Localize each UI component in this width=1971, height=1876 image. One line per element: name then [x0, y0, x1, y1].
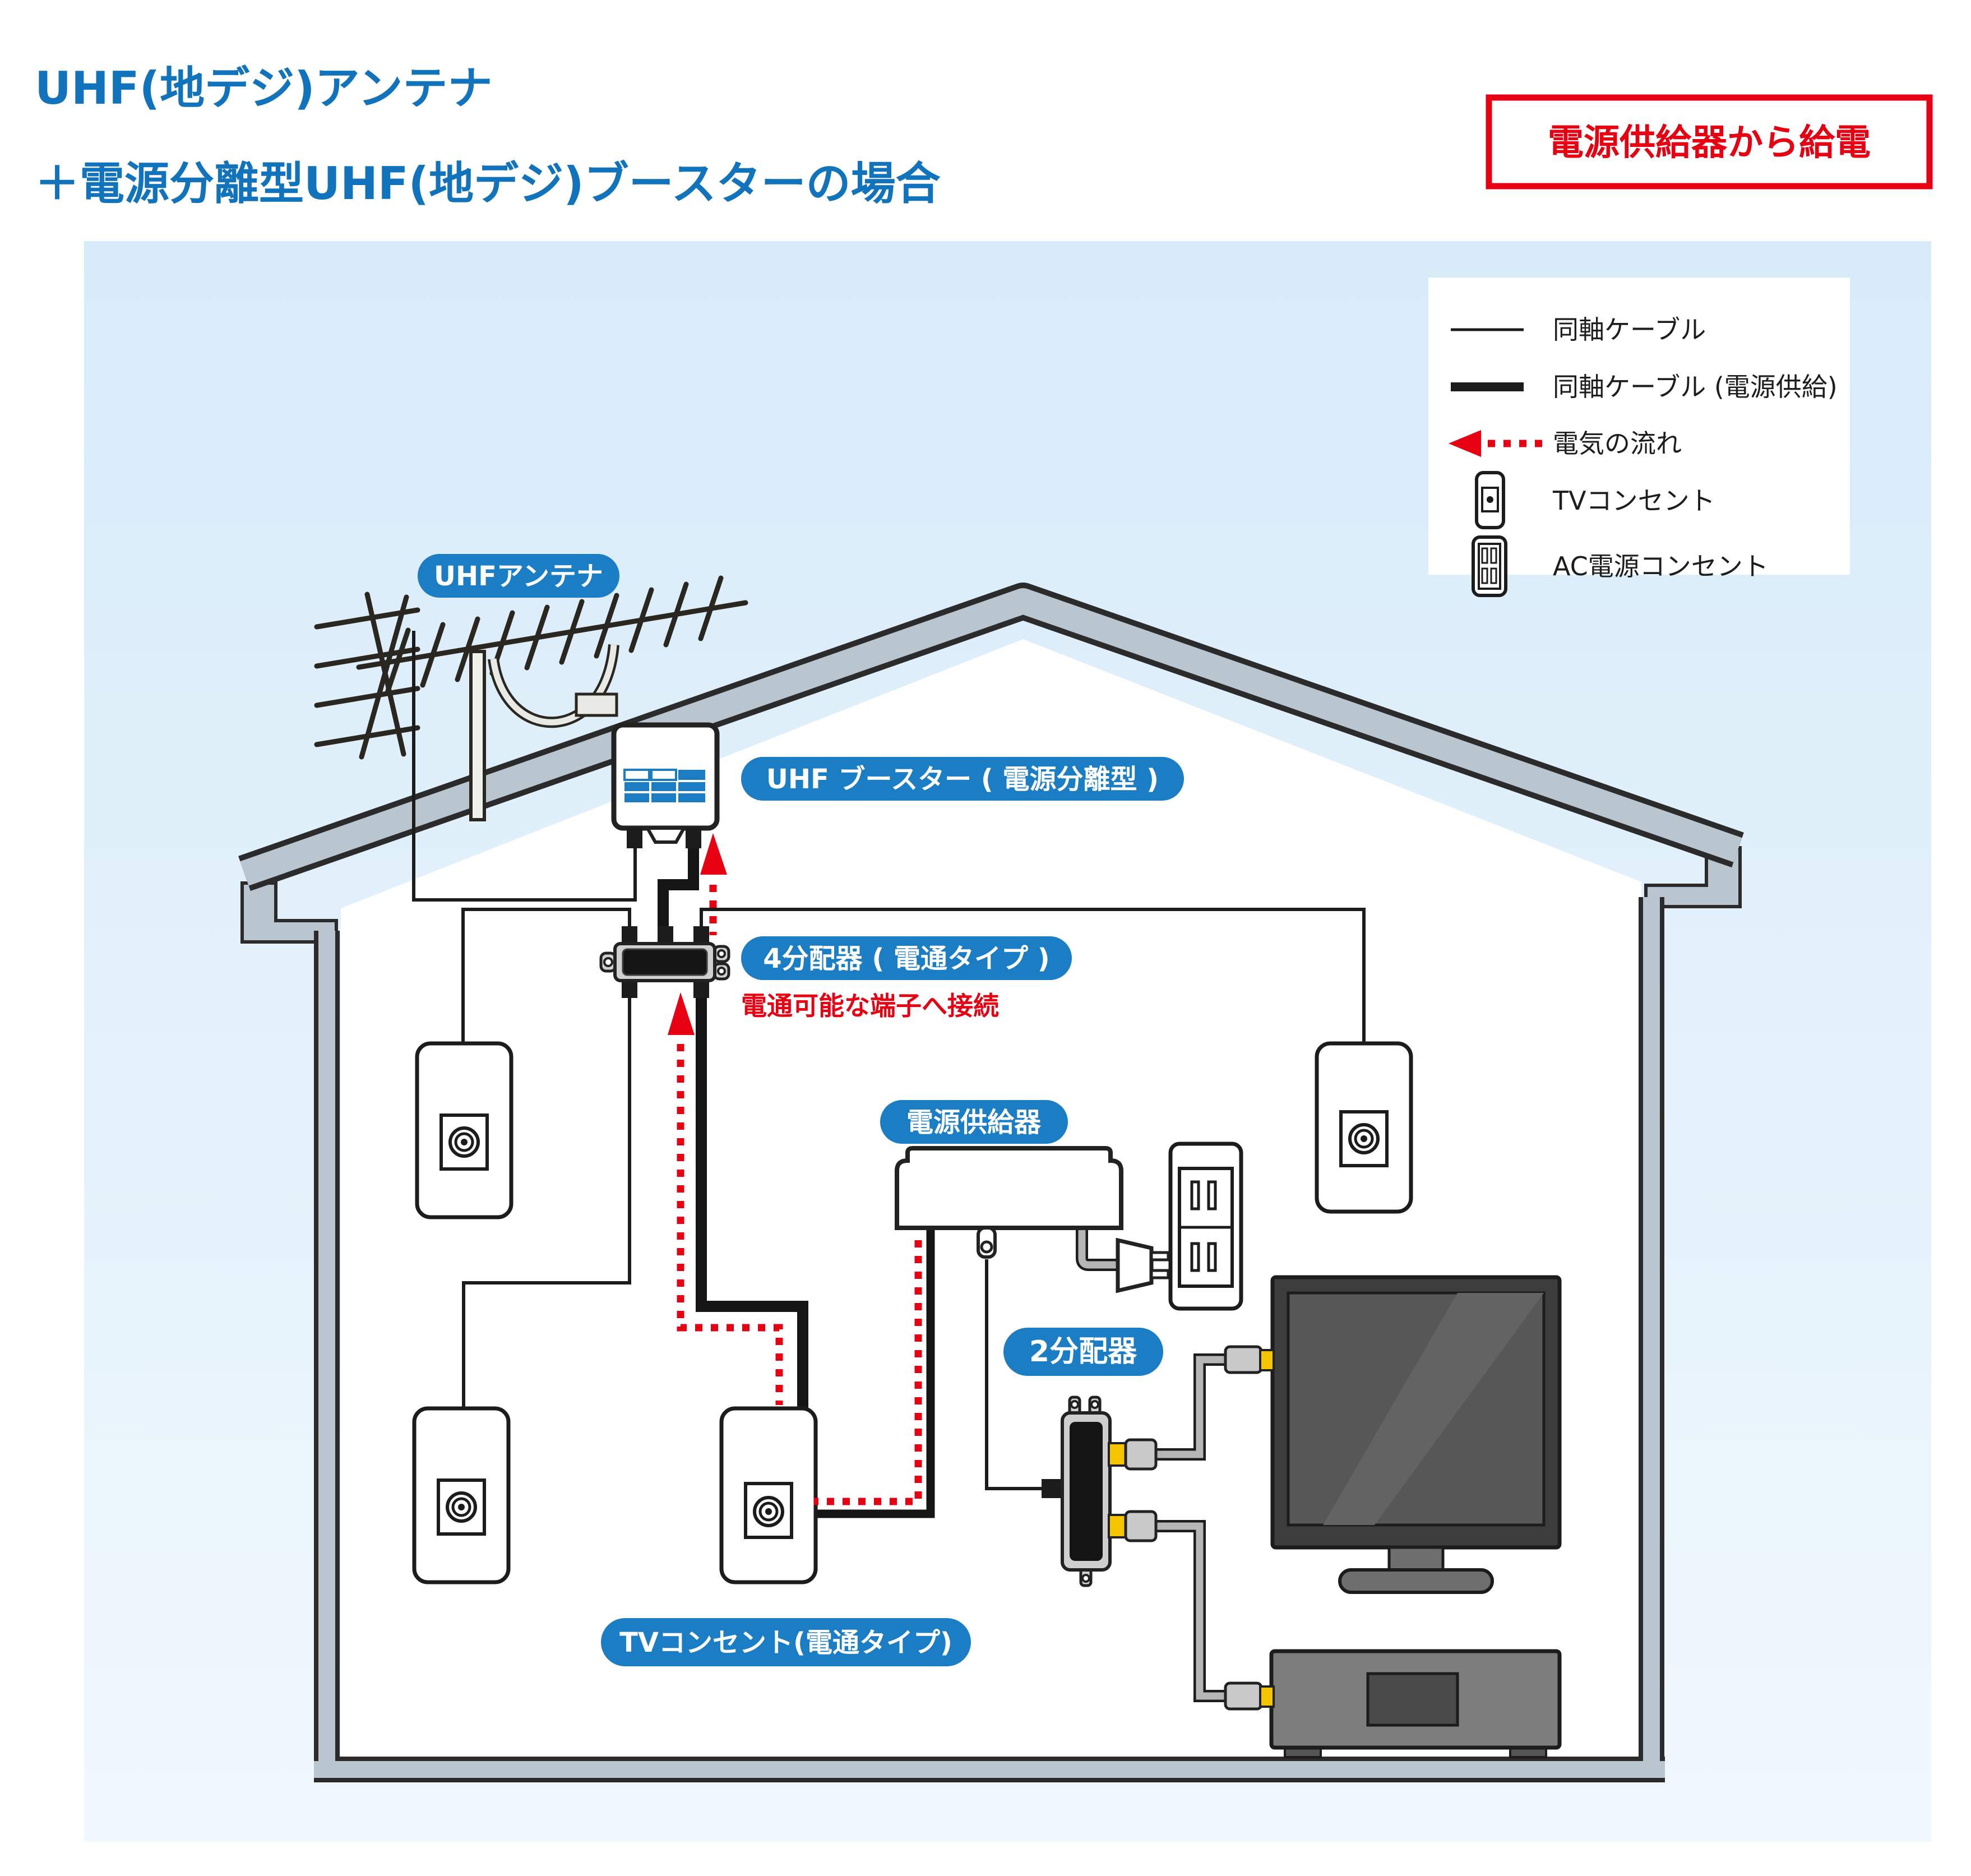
left-eave [240, 881, 338, 944]
legend-ac-outlet-icon [1472, 535, 1507, 597]
uhf-antenna-icon [314, 575, 748, 821]
legend-ac-outlet-label: AC電源コンセント [1553, 551, 1769, 581]
cable-splitter-lowerleft-outlet [462, 996, 631, 1411]
label-tv-outlet-power-text: TVコンセント(電通タイプ) [619, 1627, 952, 1658]
booster-logo [623, 769, 705, 802]
electricity-flow [668, 833, 922, 1505]
label-splitter2-text: 2分配器 [1029, 1335, 1137, 1369]
label-antenna-text: UHFアンテナ [434, 561, 603, 592]
label-splitter2: 2分配器 [1003, 1328, 1163, 1376]
legend: 同軸ケーブル 同軸ケーブル (電源供給) 電気の流れ TVコンセント AC電源コ… [1449, 315, 1838, 597]
power-feed-badge: 電源供給器から給電 [1486, 94, 1933, 190]
legend-flow-label: 電気の流れ [1553, 428, 1682, 459]
coax-cables [412, 631, 1366, 1518]
flow-arrow-booster [700, 833, 727, 875]
cable-splitter-upperright-outlet [700, 908, 1366, 1045]
label-booster-text: UHF ブースター ( 電源分離型 ) [766, 764, 1159, 795]
label-antenna: UHFアンテナ [418, 554, 619, 598]
power-supply-device [895, 1146, 1123, 1259]
page-title-line1: UHF(地デジ)アンテナ [35, 62, 493, 114]
recorder-coax-connector [1224, 1681, 1263, 1711]
roof-fill [240, 588, 1742, 886]
ac-plug-icon [1116, 1237, 1170, 1293]
tv-outlet-lower-left [412, 1406, 511, 1584]
cable-powersupply-splitter2 [985, 1259, 1044, 1490]
splitter4-device [599, 926, 730, 998]
cable-power-splitter-outlet [696, 994, 808, 1411]
tv-outlet-powered [719, 1406, 818, 1584]
antenna-mast [469, 650, 486, 821]
gray-cables [1076, 1229, 1225, 1702]
label-splitter4: 4分配器 ( 電通タイプ ) [741, 936, 1072, 980]
label-tv-outlet-power: TVコンセント(電通タイプ) [601, 1618, 971, 1666]
flow-arrow-splitter [668, 992, 695, 1035]
cable-power-booster-splitter [658, 844, 699, 931]
splitter2-output-bottom [1108, 1514, 1127, 1538]
tv-outlet-upper-right [1315, 1041, 1413, 1214]
legend-coax-label: 同軸ケーブル [1553, 315, 1706, 345]
tv-coax-connector [1224, 1345, 1263, 1374]
label-power-supply-text: 電源供給器 [906, 1107, 1042, 1138]
splitter2-device [1042, 1396, 1158, 1587]
tv-outlet-upper-left [415, 1041, 513, 1219]
label-splitter4-note: 電通可能な端子へ接続 [741, 991, 999, 1021]
legend-tv-outlet-label: TVコンセント [1552, 486, 1715, 516]
legend-flow-icon [1449, 430, 1546, 457]
recorder-device [1224, 1649, 1562, 1758]
legend-tv-outlet-icon [1475, 471, 1505, 529]
ac-outlet [1168, 1142, 1243, 1311]
cable-splitter-upperleft-outlet [461, 908, 631, 1046]
wall-fill [314, 897, 1665, 1778]
label-splitter4-text: 4分配器 ( 電通タイプ ) [763, 943, 1049, 974]
tv-device [1224, 1275, 1562, 1594]
cable-power-supply-line [793, 1229, 935, 1518]
legend-coax-power-label: 同軸ケーブル (電源供給) [1553, 372, 1838, 402]
page-title-line2: ＋電源分離型UHF(地デジ)ブースターの場合 [35, 158, 941, 210]
cable-antenna-booster [412, 631, 637, 902]
label-booster: UHF ブースター ( 電源分離型 ) [741, 757, 1184, 801]
splitter2-output-top [1108, 1442, 1127, 1467]
power-feed-badge-text: 電源供給器から給電 [1548, 122, 1871, 164]
booster-device [611, 722, 720, 848]
label-power-supply: 電源供給器 [880, 1100, 1068, 1144]
